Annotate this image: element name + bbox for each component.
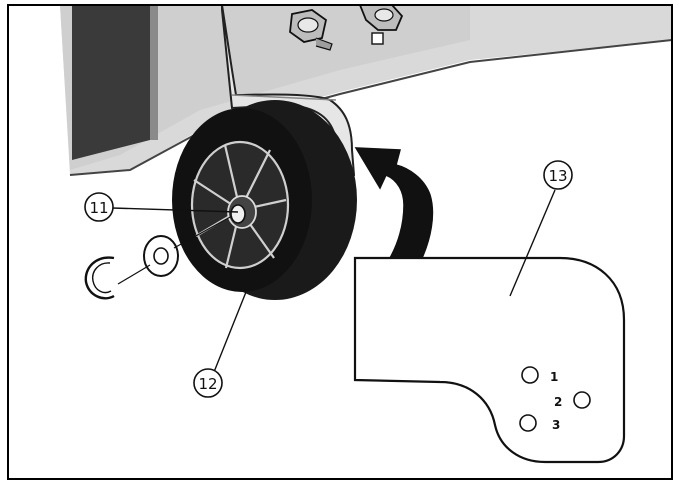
hole-2-icon xyxy=(573,391,591,409)
hole-label-3: 3 xyxy=(552,418,560,432)
hole-1-icon xyxy=(521,366,539,384)
height-adjust-plate xyxy=(353,256,626,464)
circlip-icon xyxy=(84,256,115,300)
callout-12: 12 xyxy=(193,368,223,398)
wheel xyxy=(172,100,357,300)
leader-line-12 xyxy=(213,281,251,373)
leader-line-13 xyxy=(509,189,556,297)
svg-text:12: 12 xyxy=(198,375,217,393)
svg-text:11: 11 xyxy=(89,199,108,217)
axle xyxy=(230,204,246,224)
square-marker-icon xyxy=(371,32,384,45)
hole-3-icon xyxy=(519,414,537,432)
hole-label-2: 2 xyxy=(554,395,562,409)
callout-13: 13 xyxy=(543,160,573,190)
machine-housing xyxy=(60,5,672,180)
callout-11: 11 xyxy=(84,192,114,222)
hole-label-1: 1 xyxy=(550,370,558,384)
svg-text:13: 13 xyxy=(548,167,567,185)
washer-icon xyxy=(143,235,179,277)
bolt-icon xyxy=(359,5,404,31)
bolt-icon xyxy=(289,9,333,51)
rotate-arrow-icon xyxy=(354,147,434,259)
leader-line-11 xyxy=(111,207,239,213)
figure-frame xyxy=(7,4,673,480)
